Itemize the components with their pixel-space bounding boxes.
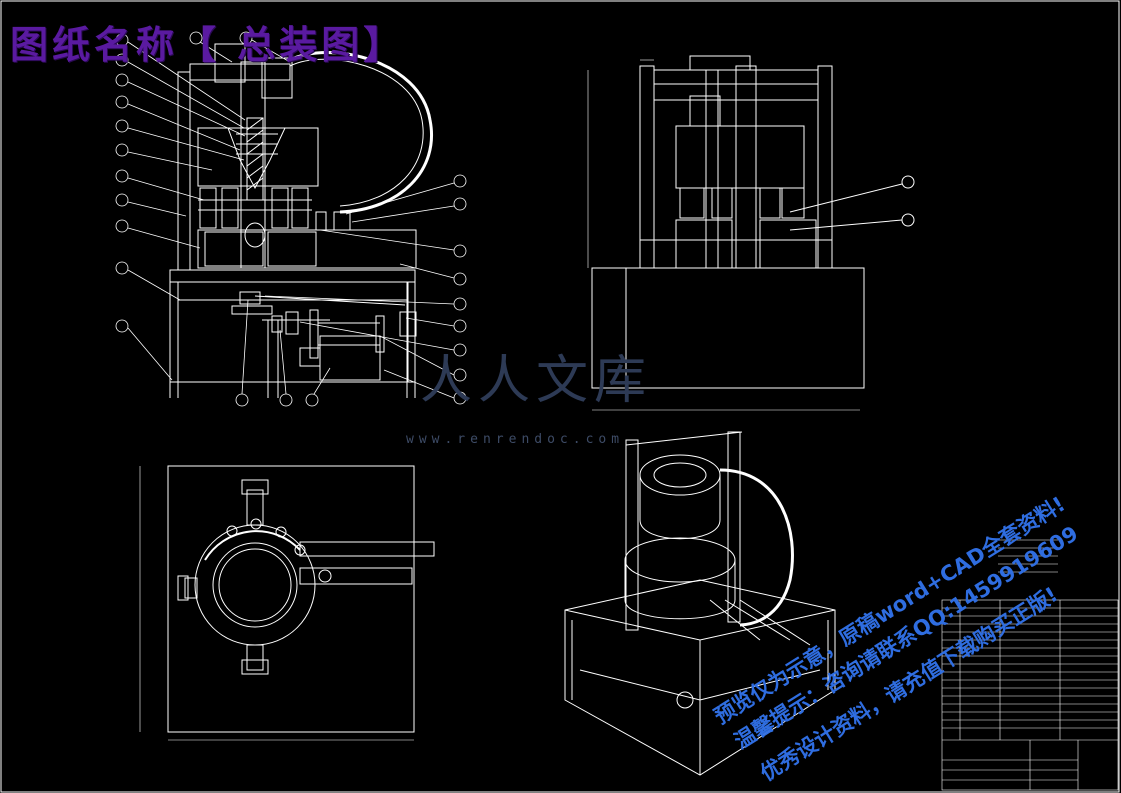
front-view bbox=[115, 31, 467, 407]
top-view bbox=[139, 465, 435, 741]
watermark-brand: 人人文库 bbox=[420, 351, 653, 411]
title-block bbox=[941, 539, 1119, 791]
watermark-url: www.renrendoc.com bbox=[406, 432, 625, 447]
drawing-title: 图纸名称【 总装图】 bbox=[10, 22, 406, 67]
side-view bbox=[587, 55, 915, 411]
isometric-view bbox=[564, 431, 836, 776]
